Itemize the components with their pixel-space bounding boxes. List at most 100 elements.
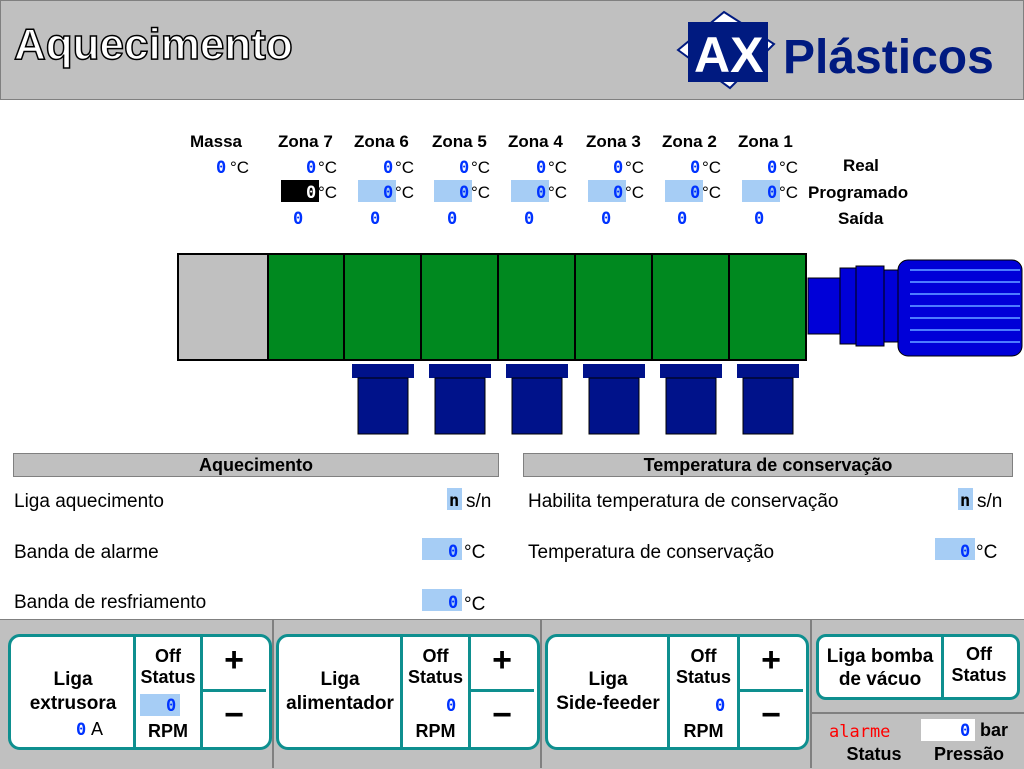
alimentador-minus-button[interactable]: − <box>492 696 512 734</box>
zone6-barrel <box>343 253 422 361</box>
alimentador-plus-button[interactable]: + <box>492 641 512 679</box>
extrusora-rpm-value[interactable]: 0 <box>166 696 177 716</box>
zone-label-1: Zona 1 <box>738 132 793 151</box>
liga-aquecimento-field[interactable] <box>447 488 462 510</box>
zone4-setpoint[interactable]: 0 <box>536 183 547 203</box>
bomba-status-label: Status <box>951 665 1007 685</box>
zone-label-6: Zona 6 <box>354 132 409 151</box>
zone5-real-unit: °C <box>471 158 491 177</box>
temp-conservacao-field[interactable] <box>935 538 975 560</box>
liga-extrusora-line2: extrusora <box>29 693 117 714</box>
temp-conservacao-unit: °C <box>976 542 998 563</box>
extrusora-rpm-label: RPM <box>148 721 188 741</box>
liga-alimentador-line2: alimentador <box>286 693 394 714</box>
banda-resfriamento-value[interactable]: 0 <box>448 593 459 613</box>
heater-3-body <box>665 377 717 435</box>
zone1-setpoint[interactable]: 0 <box>767 183 778 203</box>
zone3-real: 0 <box>613 158 624 178</box>
zone2-setpoint-unit: °C <box>702 183 722 202</box>
habilita-conservacao-field[interactable] <box>958 488 973 510</box>
header-bar <box>0 0 1024 100</box>
liga-bomba-button[interactable]: Liga bomba de vácuo <box>819 645 941 691</box>
zone2-setpoint[interactable]: 0 <box>690 183 701 203</box>
zone5-setpoint[interactable]: 0 <box>459 183 470 203</box>
zone6-real: 0 <box>383 158 394 178</box>
banda-resfriamento-unit: °C <box>464 594 486 615</box>
zone1-setpoint-field[interactable] <box>742 180 780 202</box>
extruder-diagram <box>177 253 1023 435</box>
heater-4 <box>583 364 645 378</box>
liga-aquecimento-value[interactable]: n <box>449 491 460 511</box>
ax-logo-icon: AX <box>676 10 776 90</box>
zone7-real-unit: °C <box>318 158 338 177</box>
banda-alarme-label: Banda de alarme <box>14 542 159 563</box>
temp-conservacao-value[interactable]: 0 <box>960 542 971 562</box>
extrusora-minus-button[interactable]: − <box>224 696 244 734</box>
alarme-status-text: alarme <box>829 722 891 742</box>
extrusora-panel <box>8 634 272 750</box>
zone6-setpoint-field[interactable] <box>358 180 396 202</box>
heater-5-body <box>511 377 563 435</box>
zone6-saida: 0 <box>370 209 381 229</box>
sidefeeder-plus-button[interactable]: + <box>761 641 781 679</box>
extrusora-plus-button[interactable]: + <box>224 641 244 679</box>
heater-2-body <box>742 377 794 435</box>
pressao-label: Pressão <box>933 744 1005 764</box>
banda-alarme-value[interactable]: 0 <box>448 542 459 562</box>
temp-conservacao-label: Temperatura de conservação <box>528 542 775 563</box>
zone-label-2: Zona 2 <box>662 132 717 151</box>
extrusora-rpm-field[interactable] <box>140 694 180 716</box>
habilita-conservacao-value[interactable]: n <box>960 491 971 511</box>
sidefeeder-rpm-value: 0 <box>715 696 726 716</box>
liga-extrusora-button[interactable]: Liga extrusora <box>14 668 132 716</box>
bomba-status-value: Off <box>966 644 992 664</box>
zone-label-4: Zona 4 <box>508 132 563 151</box>
banda-resfriamento-field[interactable] <box>422 589 462 611</box>
heater-7 <box>352 364 414 378</box>
zone6-setpoint-unit: °C <box>395 183 415 202</box>
heater-6 <box>429 364 491 378</box>
extrusora-status-label: Status <box>140 667 196 687</box>
zone5-setpoint-field[interactable] <box>434 180 472 202</box>
alimentador-rpm-value: 0 <box>446 696 457 716</box>
sidefeeder-minus-button[interactable]: − <box>761 696 781 734</box>
zone4-saida: 0 <box>524 209 535 229</box>
bomba-panel <box>816 634 1020 700</box>
zone3-setpoint[interactable]: 0 <box>613 183 624 203</box>
zone-label-5: Zona 5 <box>432 132 487 151</box>
heater-6-body <box>434 377 486 435</box>
liga-sidefeeder-button[interactable]: Liga Side-feeder <box>549 668 667 716</box>
zone2-real-unit: °C <box>702 158 722 177</box>
divider <box>812 712 1024 714</box>
massa-real-value: 0 <box>216 158 227 178</box>
zone1-setpoint-unit: °C <box>779 183 799 202</box>
liga-alimentador-button[interactable]: Liga alimentador <box>280 668 400 716</box>
banda-alarme-field[interactable] <box>422 538 462 560</box>
liga-aquecimento-label: Liga aquecimento <box>14 491 164 512</box>
extrusora-amps-unit: A <box>91 719 104 739</box>
liga-bomba-line2: de vácuo <box>838 669 922 690</box>
row-label-real: Real <box>843 156 879 175</box>
alimentador-panel <box>276 634 540 750</box>
zone6-setpoint[interactable]: 0 <box>383 183 394 203</box>
liga-aquecimento-unit: s/n <box>466 491 492 512</box>
zone-label-3: Zona 3 <box>586 132 641 151</box>
page-title: Aquecimento <box>13 19 293 70</box>
brand-name: Plásticos <box>783 31 994 84</box>
massa-section <box>177 253 269 361</box>
liga-alimentador-line1: Liga <box>320 669 360 690</box>
habilita-conservacao-unit: s/n <box>977 491 1003 512</box>
coupling <box>807 277 841 335</box>
zone4-setpoint-field[interactable] <box>511 180 549 202</box>
zone3-setpoint-field[interactable] <box>588 180 626 202</box>
divider <box>272 620 274 768</box>
liga-sidefeeder-line2: Side-feeder <box>556 693 660 714</box>
zone7-setpoint[interactable]: 0 <box>306 183 317 203</box>
heater-2 <box>737 364 799 378</box>
zone7-setpoint-field[interactable] <box>281 180 319 202</box>
zone2-setpoint-field[interactable] <box>665 180 703 202</box>
massa-unit: °C <box>230 158 250 177</box>
zone2-barrel <box>651 253 730 361</box>
zone4-real-unit: °C <box>548 158 568 177</box>
liga-bomba-line1: Liga bomba <box>826 646 934 667</box>
